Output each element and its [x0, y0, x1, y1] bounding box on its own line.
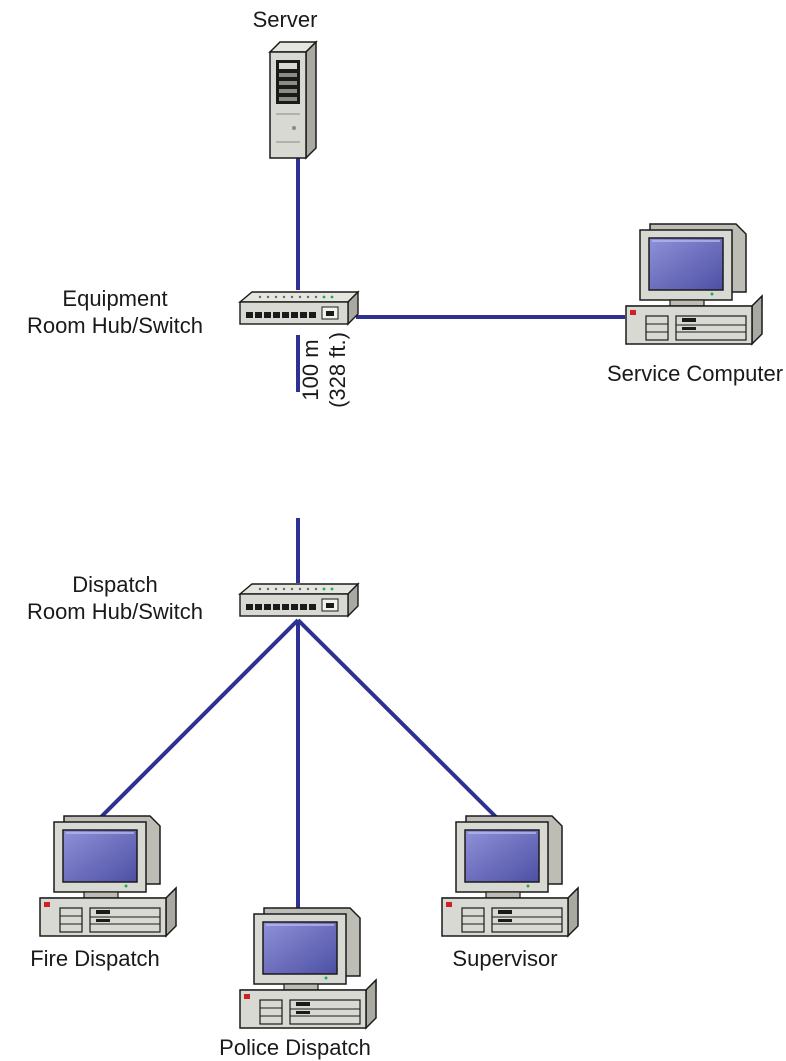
dispatch-room-hub-label: Dispatch Room Hub/Switch: [0, 571, 230, 625]
network-links: [98, 158, 625, 912]
police-dispatch-label: Police Dispatch: [219, 1035, 371, 1060]
supervisor-label: Supervisor: [452, 946, 558, 971]
link-dispatch-hub-to-fire-dispatch: [98, 618, 300, 820]
distance-label-line1: 100 m: [298, 339, 323, 401]
distance-label-line2: (328 ft.): [325, 332, 350, 408]
dispatch-hub-label-line1: Dispatch: [72, 572, 158, 597]
service-computer-label: Service Computer: [606, 361, 784, 386]
fire-dispatch-label: Fire Dispatch: [30, 946, 160, 971]
dispatch-hub-label-line2: Room Hub/Switch: [26, 599, 204, 624]
equipment-room-hub-label: Equipment Room Hub/Switch: [0, 285, 230, 339]
server-tower-icon: [268, 40, 318, 160]
supervisor-computer-icon: [441, 815, 579, 937]
dispatch-room-hub-icon: [239, 583, 359, 617]
equipment-hub-label-line2: Room Hub/Switch: [26, 313, 204, 338]
service-computer-icon: [625, 223, 763, 345]
link-dispatch-hub-to-supervisor: [296, 618, 499, 820]
server-label: Server: [252, 7, 318, 32]
fire-dispatch-computer-icon: [39, 815, 177, 937]
equipment-hub-label-line1: Equipment: [62, 286, 168, 311]
police-dispatch-computer-icon: [239, 907, 377, 1029]
